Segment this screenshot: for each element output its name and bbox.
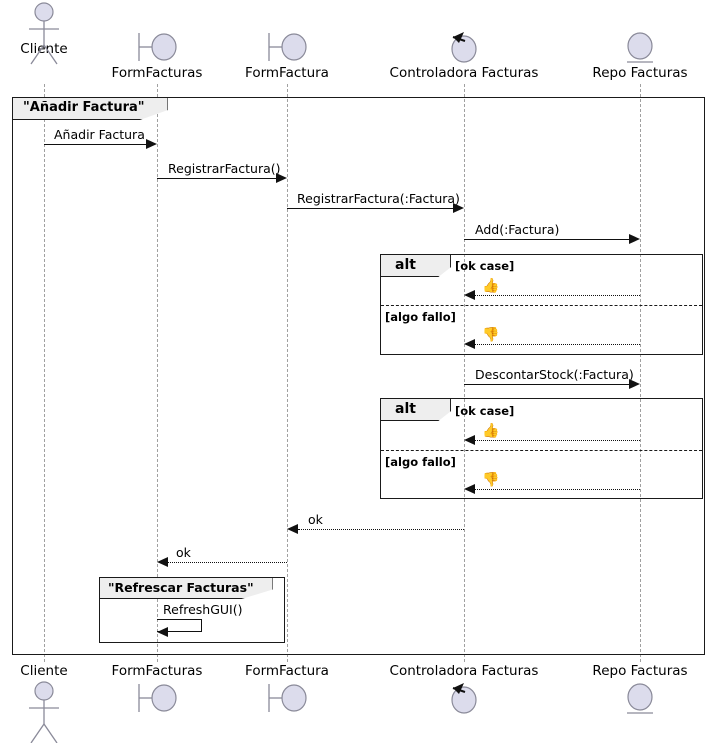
actor-icon [4, 679, 84, 743]
message-line-add [464, 239, 629, 240]
participant-label: Controladora Facturas [389, 65, 539, 81]
message-line-anadir-factura [44, 144, 148, 145]
message-line-registrar-factura-param [287, 208, 453, 209]
participant-label: FormFacturas [111, 65, 203, 81]
alt-2-guard-ok: [ok case] [455, 404, 515, 418]
participant-label: Repo Facturas [592, 65, 688, 81]
participant-label: Repo Facturas [592, 663, 688, 679]
participant-formfacturas-bottom[interactable]: FormFacturas [100, 664, 214, 717]
participant-label: FormFactura [245, 663, 329, 679]
participant-label: FormFactura [245, 65, 329, 81]
frame-alt-2: alt [380, 398, 703, 499]
arrow-head-icon [464, 290, 475, 300]
participant-label: Cliente [20, 41, 68, 57]
message-label-refresh-gui: RefreshGUI() [163, 602, 243, 617]
alt-1-divider [381, 305, 702, 306]
message-label-thumbs-up-2: 👍 [482, 423, 500, 439]
arrow-head-icon [146, 139, 157, 149]
participant-controladora-top[interactable]: Controladora Facturas [380, 28, 548, 81]
arrow-head-icon [157, 557, 168, 567]
entity-icon [582, 28, 698, 66]
message-label-thumbs-down-2: 👎 [482, 472, 500, 488]
message-label-anadir-factura: Añadir Factura [54, 127, 145, 142]
frame-operator-alt-1: alt [381, 255, 451, 277]
frame-anadir-factura: "Añadir Factura" [12, 97, 705, 655]
arrow-head-icon [629, 379, 640, 389]
participant-repo-top[interactable]: Repo Facturas [582, 28, 698, 81]
lifeline-formfactura [287, 84, 288, 662]
message-line-registrar-factura [157, 178, 276, 179]
message-line-thumbs-up-2 [475, 440, 640, 441]
participant-repo-bottom[interactable]: Repo Facturas [582, 664, 698, 717]
participant-controladora-bottom[interactable]: Controladora Facturas [380, 664, 548, 717]
message-label-add: Add(:Factura) [475, 222, 560, 237]
message-line-thumbs-up-1 [475, 295, 640, 296]
message-line-thumbs-down-2 [475, 489, 640, 490]
message-label-thumbs-down-1: 👎 [482, 327, 500, 343]
actor-icon [4, 2, 84, 65]
frame-title-anadir-factura: "Añadir Factura" [13, 98, 168, 120]
frame-refrescar-facturas: "Refrescar Facturas" [99, 577, 285, 643]
arrow-head-icon [453, 203, 464, 213]
participant-cliente-bottom[interactable]: Cliente [4, 664, 84, 743]
boundary-icon [100, 28, 214, 66]
arrow-head-icon [276, 173, 287, 183]
arrow-head-icon [629, 234, 640, 244]
frame-title-refrescar-facturas: "Refrescar Facturas" [100, 578, 273, 599]
arrow-head-icon [287, 524, 298, 534]
arrow-head-icon [464, 435, 475, 445]
message-label-descontar-stock: DescontarStock(:Factura) [475, 367, 634, 382]
alt-2-guard-fail: [algo fallo] [385, 455, 456, 469]
control-icon [380, 679, 548, 717]
arrow-head-icon [464, 339, 475, 349]
boundary-icon [232, 679, 342, 717]
entity-icon [582, 679, 698, 717]
alt-2-divider [381, 450, 702, 451]
participant-label: FormFacturas [111, 663, 203, 679]
lifeline-repo [640, 84, 641, 662]
control-icon [380, 28, 548, 66]
participant-label: Controladora Facturas [389, 663, 539, 679]
arrow-head-icon [464, 484, 475, 494]
participant-formfactura-bottom[interactable]: FormFactura [232, 664, 342, 717]
participant-cliente-top[interactable]: Cliente [4, 2, 84, 65]
message-label-thumbs-up-1: 👍 [482, 278, 500, 294]
message-label-registrar-factura: RegistrarFactura() [168, 161, 281, 176]
boundary-icon [232, 28, 342, 66]
participant-formfacturas-top[interactable]: FormFacturas [100, 28, 214, 81]
message-label-ok-1: ok [308, 512, 323, 527]
frame-alt-1: alt [380, 254, 703, 355]
participant-formfactura-top[interactable]: FormFactura [232, 28, 342, 81]
lifeline-cliente [44, 84, 45, 662]
alt-1-guard-ok: [ok case] [455, 259, 515, 273]
message-line-ok-1 [298, 529, 464, 530]
boundary-icon [100, 679, 214, 717]
frame-operator-alt-2: alt [381, 399, 451, 421]
message-line-refresh-gui-self [157, 619, 202, 632]
message-line-ok-2 [168, 562, 287, 563]
alt-1-guard-fail: [algo fallo] [385, 310, 456, 324]
message-label-ok-2: ok [176, 545, 191, 560]
lifeline-formfacturas [157, 84, 158, 662]
message-label-registrar-factura-param: RegistrarFactura(:Factura) [297, 191, 460, 206]
message-line-thumbs-down-1 [475, 344, 640, 345]
message-line-descontar-stock [464, 384, 629, 385]
participant-label: Cliente [20, 663, 68, 679]
lifeline-controladora [464, 84, 465, 662]
arrow-head-icon [157, 627, 168, 637]
